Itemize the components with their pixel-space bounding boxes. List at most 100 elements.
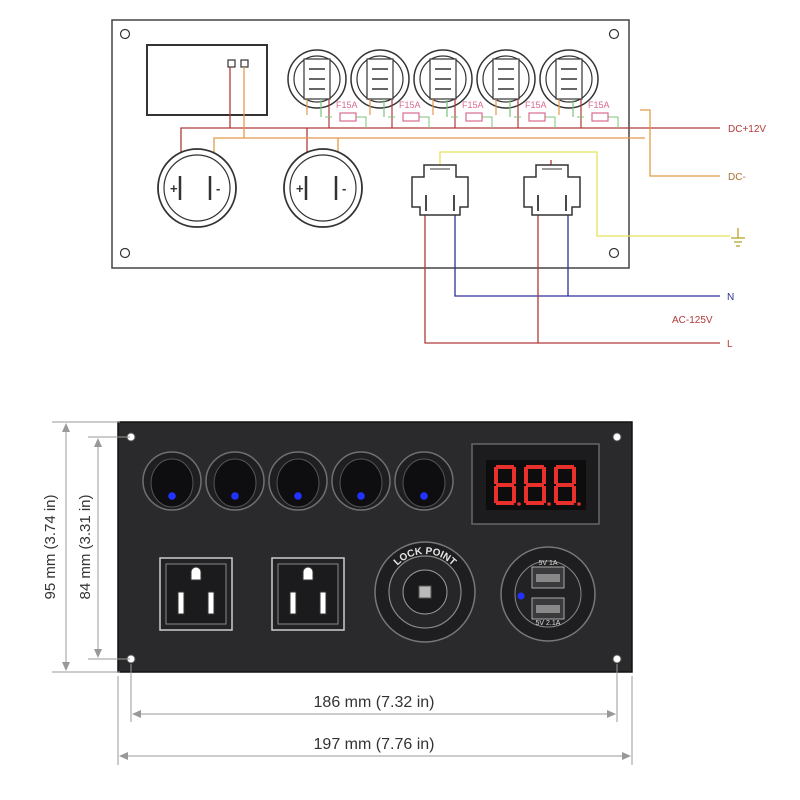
digit-segment [526,483,544,487]
ground-wire [439,151,730,237]
fuse: F15A [514,100,556,128]
panel-switch-rocker [150,458,194,508]
panel-ac-outlet [159,557,233,631]
panel-switch-led [420,492,428,500]
digit-segment [496,483,514,487]
fuse-label: F15A [525,100,547,110]
rocker-switch [539,49,599,128]
voltmeter-digits [494,465,581,506]
mount-hole [612,654,622,664]
outer-width-label: 197 mm (7.76 in) [314,736,435,753]
panel-switch-led [168,492,176,500]
rocker-switch [413,49,473,128]
panel-switch-led [231,492,239,500]
panel-switch [268,451,328,511]
socket-plus-label: + [170,181,178,196]
voltmeter-schematic [146,44,268,116]
inner-width-label: 186 mm (7.32 in) [314,694,435,711]
panel-outlet-slot [177,591,185,615]
fuse-label: F15A [399,100,421,110]
digit-segment [542,486,546,503]
panel-ac-outlets [159,557,345,631]
panel-switch [394,451,454,511]
panel-switch [142,451,202,511]
ground-symbol [731,228,745,247]
mount-hole [119,247,131,259]
inner-height-label: 84 mm (3.31 in) [77,494,94,599]
digit-segment [512,486,516,503]
panel-ac-outlet [271,557,345,631]
rocker-switch [287,49,347,128]
panel-voltmeter [471,443,600,525]
fuse-body [528,112,546,122]
panel-switch-led [294,492,302,500]
panel-outlet-ground [302,566,314,581]
dc-socket: +- [157,148,237,228]
digit-segment [572,486,576,503]
fuse-body [339,112,357,122]
mount-hole [119,28,131,40]
digit [524,465,551,506]
ac-outlet [523,164,581,216]
fuse-label: F15A [336,100,358,110]
rocker-switch [350,49,410,128]
switch-body [429,58,457,100]
usb-top-label: 5V 1A [538,560,557,567]
rocker-switch-schematics [287,49,599,128]
digit-segment [524,486,528,503]
panel-switch [331,451,391,511]
digit-segment [496,501,514,505]
fuse-label: F15A [588,100,610,110]
digit-point [547,502,551,506]
socket-plus-label: + [296,181,304,196]
digit-segment [512,467,516,484]
panel-switch-rocker [402,458,446,508]
socket-minus-label: - [216,181,220,196]
digit-segment [572,467,576,484]
dc-socket: +- [283,148,363,228]
fuse: F15A [451,100,493,128]
digit-segment [526,465,544,469]
line-wire [424,206,720,344]
digit-segment [542,467,546,484]
dc-socket-schematics: +-+- [157,148,363,228]
dc-negative-wire [640,109,720,177]
mount-hole [612,432,622,442]
panel-drawing: LOCK POINT 5V 1A 5V 2.1A [117,421,633,673]
panel-outlet-slot [207,591,215,615]
fuse-body [465,112,483,122]
panel-rocker-switches [142,451,454,511]
usb-led [517,592,525,600]
panel-usb-charger: 5V 1A 5V 2.1A [500,546,596,642]
ac-outlet [411,164,469,216]
mount-hole [608,28,620,40]
digit-segment [554,486,558,503]
digit [494,465,521,506]
digit [554,465,581,506]
neutral-wire [454,206,720,297]
outer-height-label: 95 mm (3.74 in) [42,494,59,599]
panel-outlet-slot [289,591,297,615]
digit-segment [526,501,544,505]
digit-segment [556,501,574,505]
panel-switch-led [357,492,365,500]
dimension-lines [52,421,633,765]
digit-segment [524,467,528,484]
usb-bottom-label: 5V 2.1A [536,620,561,627]
mount-hole [608,247,620,259]
socket-inner-ring [163,154,231,222]
fuse-label: F15A [462,100,484,110]
panel-switch-rocker [276,458,320,508]
neutral-label: N [727,292,734,303]
panel-lighter-socket: LOCK POINT [374,541,476,643]
digit-segment [556,465,574,469]
digit-segment [494,467,498,484]
fuse-body [402,112,420,122]
ac-voltage-label: AC-125V [672,315,713,326]
panel-switch-rocker [213,458,257,508]
dc-negative-label: DC- [728,172,746,183]
fuse-row: F15A F15A F15A F15A F15A [325,100,619,128]
panel-switch-rocker [339,458,383,508]
